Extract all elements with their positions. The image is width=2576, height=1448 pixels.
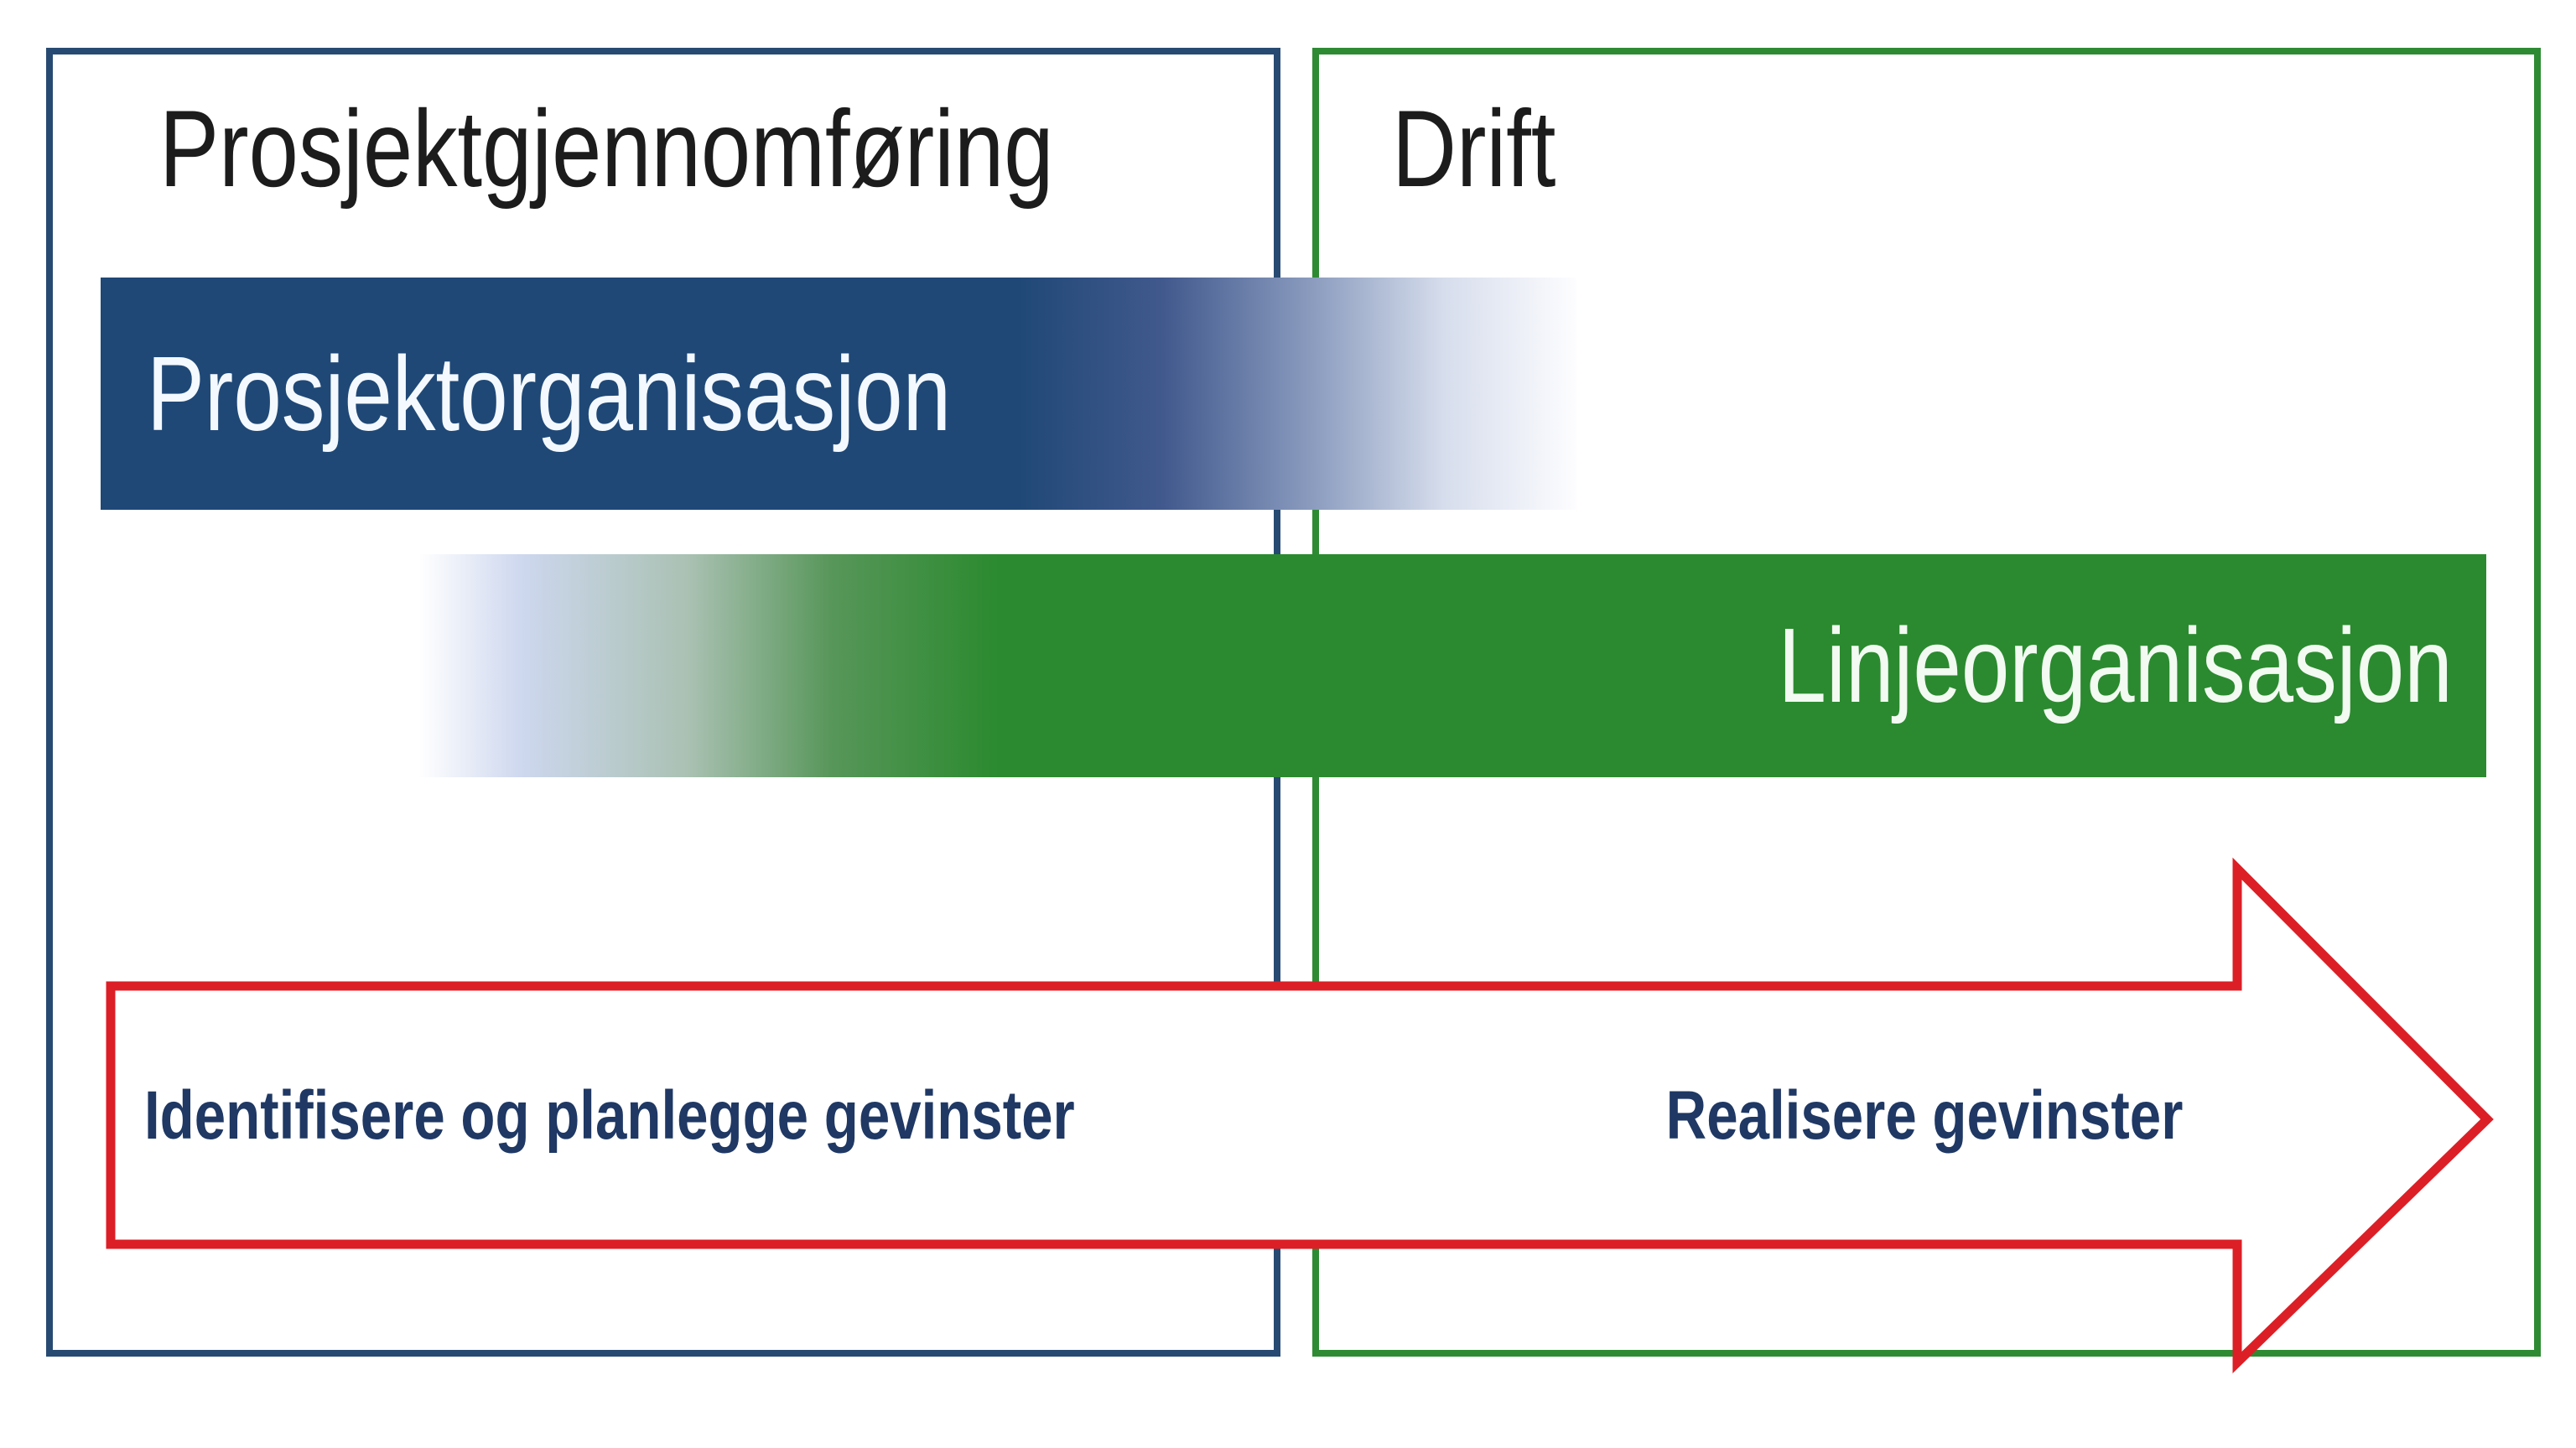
project-organisation-bar: Prosjektorganisasjon <box>101 278 1576 510</box>
line-organisation-label: Linjeorganisasjon <box>1778 606 2453 724</box>
project-phase-title: Prosjektgjennomføring <box>159 87 1054 210</box>
line-organisation-bar: Linjeorganisasjon <box>419 554 2486 777</box>
realize-benefits-label: Realisere gevinster <box>1665 1077 2184 1154</box>
identify-plan-benefits-label: Identifisere og planlegge gevinster <box>144 1077 1075 1154</box>
project-organisation-label: Prosjektorganisasjon <box>147 334 952 453</box>
operations-phase-title: Drift <box>1392 87 1556 210</box>
